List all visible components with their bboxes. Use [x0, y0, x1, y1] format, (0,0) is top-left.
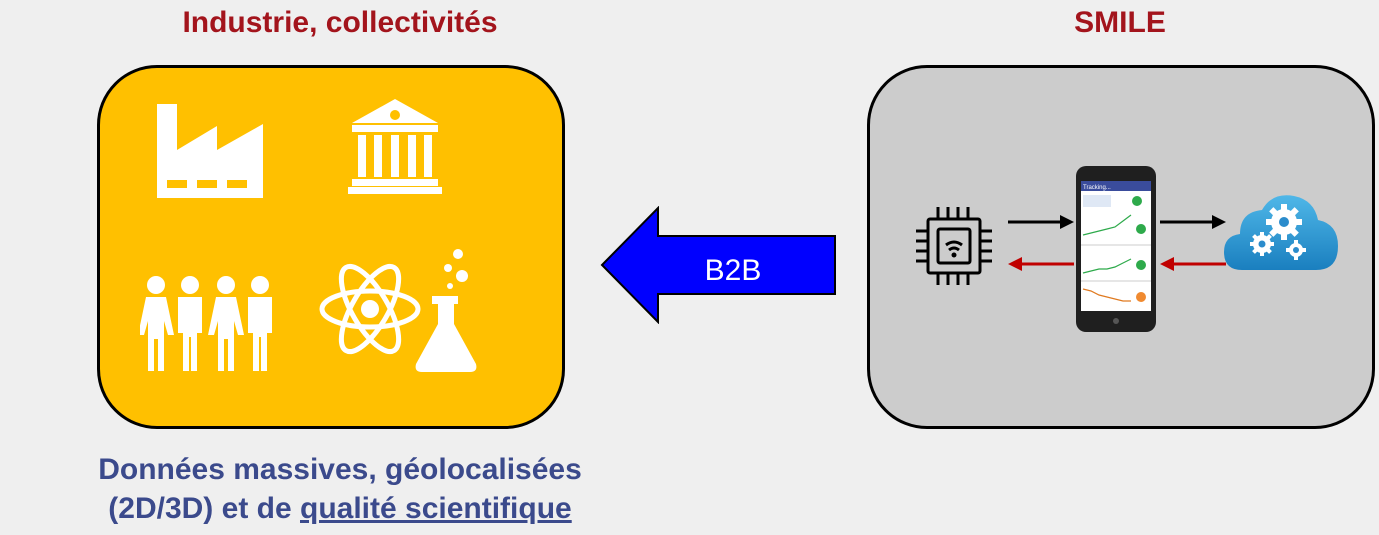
atom-icon	[319, 263, 421, 355]
b2b-label: B2B	[704, 254, 762, 287]
left-panel-heading: Industrie, collectivités	[182, 6, 498, 39]
return-arrow-phone-to-sensor	[1008, 257, 1074, 271]
b2b-arrow	[600, 206, 836, 324]
return-arrow-cloud-to-phone	[1160, 257, 1226, 271]
factory-icon	[157, 104, 263, 198]
sensor-chip-icon	[916, 207, 992, 285]
forward-arrow-sensor-to-phone	[1008, 215, 1074, 229]
caption-line-1: Données massives, géolocalisées	[98, 453, 582, 486]
data-description-caption: Données massives, géolocalisées (2D/3D) …	[40, 450, 640, 528]
smartphone-app-icon: Tracking...	[1076, 166, 1156, 332]
government-building-icon	[348, 99, 442, 194]
lab-flask-icon	[415, 249, 477, 372]
caption-line-2-plain: (2D/3D) et de	[108, 492, 300, 525]
people-group-icon	[140, 276, 272, 371]
caption-line-2-emphasis: qualité scientifique	[300, 492, 572, 525]
cloud-computing-icon	[1224, 195, 1338, 270]
right-panel-heading: SMILE	[1074, 6, 1166, 39]
phone-app-title: Tracking...	[1083, 185, 1111, 191]
caption-line-2: (2D/3D) et de qualité scientifique	[40, 489, 640, 528]
forward-arrow-phone-to-cloud	[1160, 215, 1226, 229]
